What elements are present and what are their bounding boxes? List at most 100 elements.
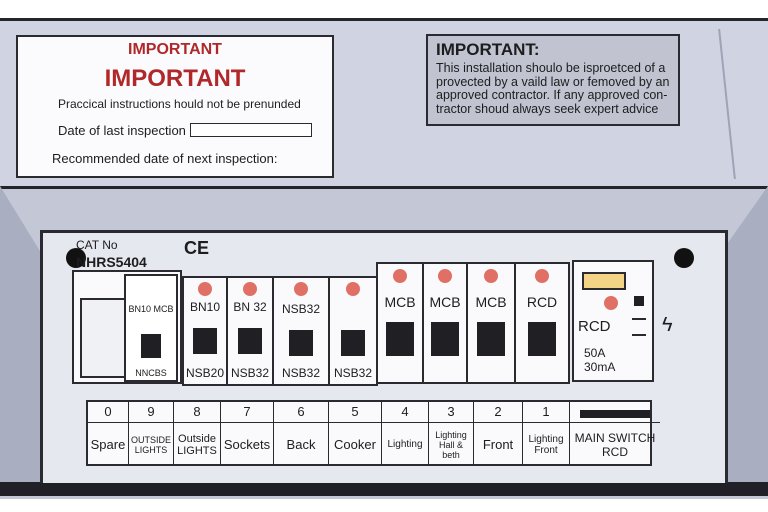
next-inspection-label: Recommended date of next inspection: xyxy=(52,151,278,166)
breaker-indicator xyxy=(243,282,257,296)
breaker-indicator xyxy=(484,269,498,283)
isolator-label-top: BN10 MCB xyxy=(128,304,174,314)
breaker-label: MCB xyxy=(384,294,416,310)
breaker-nsb20[interactable]: BN10 NSB20 xyxy=(182,276,228,386)
model-number: NHRS5404 xyxy=(76,254,147,270)
circuit-number: 3 xyxy=(429,404,473,423)
breaker-nsb32-a[interactable]: BN 32 NSB32 xyxy=(226,276,274,386)
breaker-nsb32-c[interactable]: NSB32 xyxy=(328,276,378,386)
isolator-switch[interactable]: BN10 MCB NNCBS xyxy=(124,274,178,382)
circuit-name: Lighting xyxy=(387,439,423,450)
circuit-number: 2 xyxy=(474,404,522,423)
circuit-label-cell: 3 Lighting Hall & beth xyxy=(429,402,474,464)
breaker-top-label: BN10 xyxy=(189,300,221,314)
circuit-number: 4 xyxy=(382,404,428,423)
circuit-number: 7 xyxy=(221,404,273,423)
breaker-mcb-2[interactable]: MCB xyxy=(422,262,468,384)
breaker-indicator xyxy=(535,269,549,283)
notice-body: This installation shoulo be isproetced o… xyxy=(436,61,670,116)
breaker-label: MCB xyxy=(475,294,507,310)
enclosure-base xyxy=(0,482,768,496)
breaker-top-label: NSB32 xyxy=(281,302,321,316)
inspection-label: IMPORTANT IMPORTANT Praccical instructio… xyxy=(16,35,334,178)
safety-notice: IMPORTANT: This installation shoulo be i… xyxy=(426,34,680,126)
notice-heading: IMPORTANT: xyxy=(436,40,540,59)
circuit-label-strip: 0 Spare 9 OUTSIDE LIGHTS 8 Outside LIGHT… xyxy=(86,400,660,466)
breaker-mcb-3[interactable]: MCB xyxy=(466,262,516,384)
breaker-mcb-1[interactable]: MCB xyxy=(376,262,424,384)
circuit-number: 8 xyxy=(174,404,220,423)
main-isolator[interactable]: BN10 MCB NNCBS xyxy=(72,270,182,384)
circuit-name: Sockets xyxy=(223,437,271,452)
circuit-label-cell: 6 Back xyxy=(274,402,329,464)
breaker-toggle[interactable] xyxy=(386,322,414,356)
isolator-label-bottom: NNCBS xyxy=(135,368,167,378)
breaker-indicator xyxy=(438,269,452,283)
isolator-toggle[interactable] xyxy=(141,334,161,358)
circuit-label-cell: 1 Lighting Front xyxy=(523,402,570,464)
circuit-label-cell: 0 Spare xyxy=(88,402,129,464)
label-instruction: Praccical instructions hould not be pren… xyxy=(58,97,301,111)
breaker-indicator xyxy=(346,282,360,296)
breaker-bottom-label: NSB32 xyxy=(281,366,321,380)
breaker-nsb32-b[interactable]: NSB32 NSB32 xyxy=(272,276,330,386)
circuit-number: 9 xyxy=(129,404,173,423)
screw-left-icon xyxy=(66,248,86,268)
circuit-label-cell: 9 OUTSIDE LIGHTS xyxy=(129,402,174,464)
breaker-toggle[interactable] xyxy=(193,328,217,354)
screw-right-icon xyxy=(674,248,694,268)
rcd-test-button[interactable] xyxy=(634,296,644,306)
cat-no-label: CAT No xyxy=(76,238,118,252)
rcd-indicator xyxy=(604,296,618,310)
circuit-name: OUTSIDE LIGHTS xyxy=(130,435,171,455)
rcd-test-tab[interactable] xyxy=(582,272,626,290)
breaker-bottom-label: NSB32 xyxy=(230,366,270,380)
circuit-name: Lighting Hall & beth xyxy=(435,430,467,460)
circuit-name: Back xyxy=(286,437,316,452)
rcd-device[interactable]: RCD 50A 30mA xyxy=(572,260,654,382)
circuit-name: Spare xyxy=(90,437,126,452)
breaker-toggle[interactable] xyxy=(289,330,313,356)
circuit-label-cell: 8 Outside LIGHTS xyxy=(174,402,221,464)
main-switch-bar xyxy=(570,404,660,423)
circuit-name: Cooker xyxy=(334,437,376,452)
breaker-indicator xyxy=(294,282,308,296)
breaker-label: MCB xyxy=(429,294,461,310)
rcd-sensitivity: 30mA xyxy=(584,360,616,374)
rcd-rating: 50A xyxy=(584,346,606,360)
main-switch-bar-icon xyxy=(580,410,650,418)
last-inspection-field[interactable] xyxy=(190,123,312,137)
circuit-name: Outside LIGHTS xyxy=(177,433,217,457)
circuit-number: 5 xyxy=(329,404,381,423)
lightning-bolt-icon: ϟ xyxy=(662,314,673,336)
breaker-bottom-label: NSB32 xyxy=(333,366,373,380)
isolator-body xyxy=(80,298,126,378)
rcd-marker-icon xyxy=(632,318,646,336)
breaker-toggle[interactable] xyxy=(431,322,459,356)
breaker-toggle[interactable] xyxy=(477,322,505,356)
breaker-indicator xyxy=(393,269,407,283)
circuit-name: MAIN SWITCH RCD xyxy=(574,431,656,459)
circuit-number: 0 xyxy=(88,404,128,423)
circuit-label-cell: 2 Front xyxy=(474,402,523,464)
breaker-top-label: BN 32 xyxy=(233,300,267,314)
circuit-label-cell: 4 Lighting xyxy=(382,402,429,464)
breaker-label: RCD xyxy=(526,294,558,310)
breaker-toggle[interactable] xyxy=(238,328,262,354)
breaker-toggle[interactable] xyxy=(528,322,556,356)
breaker-toggle[interactable] xyxy=(341,330,365,356)
ce-mark: CE xyxy=(184,238,210,258)
circuit-label-cell: 5 Cooker xyxy=(329,402,382,464)
breaker-rcd-small[interactable]: RCD xyxy=(514,262,570,384)
label-heading-large: IMPORTANT xyxy=(104,65,246,92)
circuit-label-cell: 7 Sockets xyxy=(221,402,274,464)
circuit-name: Lighting Front xyxy=(528,434,564,456)
circuit-number: 6 xyxy=(274,404,328,423)
rcd-label: RCD xyxy=(578,318,611,335)
label-heading-small: IMPORTANT xyxy=(128,41,222,58)
last-inspection-label: Date of last inspection xyxy=(58,123,186,138)
breaker-bottom-label: NSB20 xyxy=(185,366,225,380)
breaker-indicator xyxy=(198,282,212,296)
circuit-label-cell-main: MAIN SWITCH RCD xyxy=(570,402,660,464)
